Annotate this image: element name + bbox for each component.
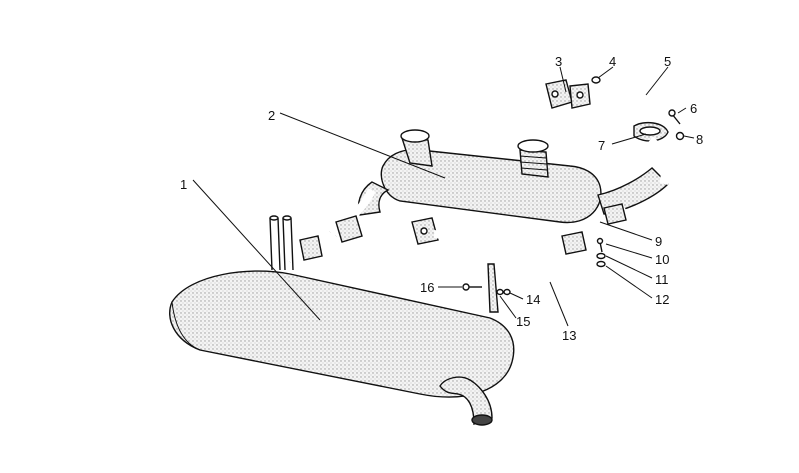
callout-3: 3 bbox=[555, 54, 562, 69]
callout-10: 10 bbox=[655, 252, 669, 267]
callout-2: 2 bbox=[268, 108, 275, 123]
crossover-pipe bbox=[411, 203, 627, 313]
callout-15: 15 bbox=[516, 314, 530, 329]
callout-14: 14 bbox=[526, 292, 540, 307]
callout-8: 8 bbox=[696, 132, 703, 147]
callout-5: 5 bbox=[664, 54, 671, 69]
upper-bent-pipe bbox=[545, 76, 685, 185]
callout-11: 11 bbox=[655, 272, 669, 287]
callout-6: 6 bbox=[690, 101, 697, 116]
callout-16: 16 bbox=[420, 280, 434, 295]
upper-silencer bbox=[357, 129, 669, 224]
left-connecting-pipes bbox=[269, 188, 376, 271]
callout-12: 12 bbox=[655, 292, 669, 307]
callout-4: 4 bbox=[609, 54, 616, 69]
callout-labels: 1 2 3 4 5 6 7 8 9 10 11 12 13 14 15 16 bbox=[180, 54, 703, 343]
callout-13: 13 bbox=[562, 328, 576, 343]
callout-7: 7 bbox=[598, 138, 605, 153]
callout-1: 1 bbox=[180, 177, 187, 192]
leader-lines bbox=[192, 66, 695, 327]
callout-9: 9 bbox=[655, 234, 662, 249]
mounting-hardware bbox=[462, 283, 511, 296]
lower-main-silencer bbox=[169, 270, 515, 426]
